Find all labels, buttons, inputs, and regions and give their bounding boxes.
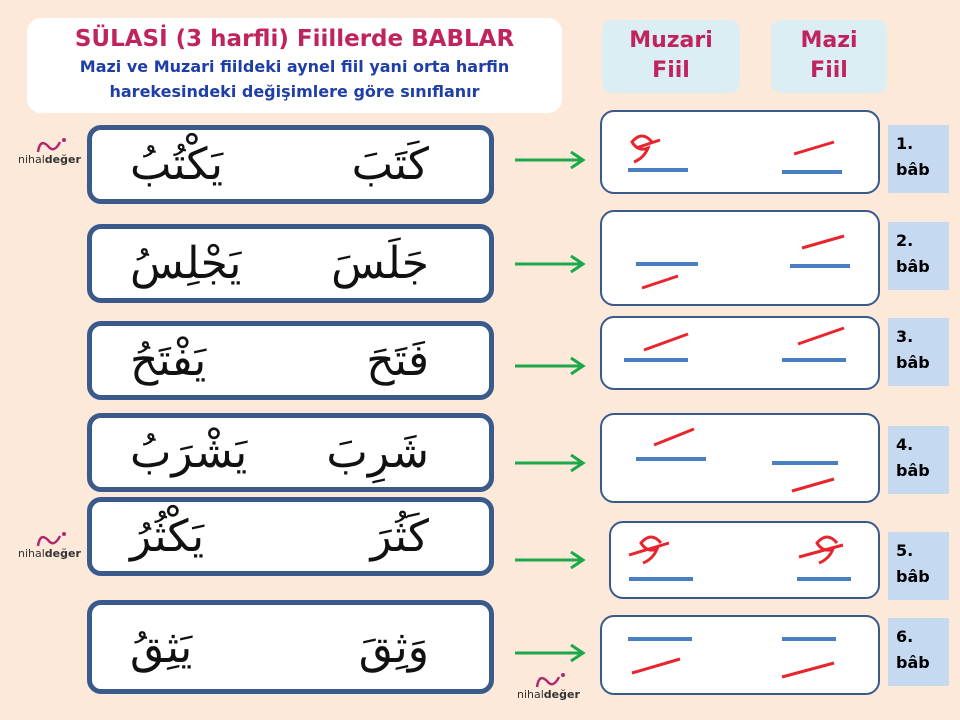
fatha-mark-icon <box>801 234 845 250</box>
verb-row-3: يَفْتَحُ فَتَحَ <box>87 321 494 400</box>
harake-box-3 <box>600 316 880 390</box>
muzari-verb-2: يَجْلِسُ <box>130 238 242 289</box>
arrow-right-icon <box>515 356 586 376</box>
logo-text-part1: nihal <box>517 688 544 701</box>
damma-mark-icon <box>630 134 661 164</box>
column-header-muzari: Muzari Fiil <box>602 20 740 93</box>
arrow-right-icon <box>515 453 586 473</box>
column-header-mazi-line1: Mazi <box>800 28 858 53</box>
verb-row-4: يَشْرَبُ شَرِبَ <box>87 413 494 492</box>
bab-number-2: 2. <box>896 231 914 250</box>
kasra-mark-icon <box>781 661 835 679</box>
mazi-verb-1: كَتَبَ <box>351 139 429 190</box>
bab-number-5: 5. <box>896 541 914 560</box>
harake-box-2 <box>600 210 880 306</box>
column-header-mazi: Mazi Fiil <box>771 20 887 93</box>
bab-word-1: bâb <box>896 160 930 179</box>
verb-row-1: يَكْتُبُ كَتَبَ <box>87 125 494 204</box>
muzari-verb-5: يَكْثُرُ <box>130 511 205 562</box>
fatha-mark-icon <box>797 326 845 346</box>
muzari-verb-1: يَكْتُبُ <box>130 139 224 190</box>
title-box: SÜLASİ (3 harfli) Fiillerde BABLAR Mazi … <box>27 18 562 113</box>
logo-text-part1: nihal <box>18 547 45 560</box>
bab-label-4: 4. bâb <box>888 426 949 494</box>
logo-mark-icon <box>36 532 66 547</box>
bab-label-2: 2. bâb <box>888 222 949 290</box>
arrow-right-icon <box>515 643 586 663</box>
kasra-mark-icon <box>641 274 679 290</box>
page-title: SÜLASİ (3 harfli) Fiillerde BABLAR <box>74 26 515 52</box>
logo-mark-icon <box>36 138 66 153</box>
bab-number-3: 3. <box>896 327 914 346</box>
brand-logo: nihaldeğer <box>18 530 88 566</box>
bab-label-3: 3. bâb <box>888 318 949 386</box>
brand-logo: nihaldeğer <box>517 671 587 707</box>
bab-number-6: 6. <box>896 627 914 646</box>
column-header-muzari-line2: Fiil <box>652 58 690 83</box>
logo-mark-icon <box>535 673 565 688</box>
logo-text-part2: değer <box>44 547 81 560</box>
verb-row-2: يَجْلِسُ جَلَسَ <box>87 224 494 303</box>
fatha-mark-icon <box>653 427 695 447</box>
arrow-right-icon <box>515 254 586 274</box>
arrow-right-icon <box>515 150 586 170</box>
mazi-verb-4: شَرِبَ <box>326 427 429 478</box>
bab-word-6: bâb <box>896 653 930 672</box>
damma-mark-icon <box>628 535 670 565</box>
page-subtitle-line2: harekesindeki değişimlere göre sınıflanı… <box>109 82 480 101</box>
mazi-verb-2: جَلَسَ <box>331 238 429 289</box>
verb-row-6: يَثِقُ وَثِقَ <box>87 600 494 694</box>
harake-box-4 <box>600 413 880 503</box>
page-subtitle-line1: Mazi ve Muzari fiildeki aynel fiil yani … <box>79 57 510 76</box>
logo-text-part1: nihal <box>18 153 45 166</box>
bab-number-4: 4. <box>896 435 914 454</box>
bab-word-3: bâb <box>896 353 930 372</box>
brand-logo: nihaldeğer <box>18 136 88 172</box>
bab-word-4: bâb <box>896 461 930 480</box>
damma-mark-icon <box>798 535 844 565</box>
fatha-mark-icon <box>643 332 689 352</box>
muzari-verb-6: يَثِقُ <box>130 622 193 673</box>
logo-text-part2: değer <box>543 688 580 701</box>
arrow-right-icon <box>515 550 586 570</box>
mazi-verb-3: فَتَحَ <box>366 335 429 386</box>
mazi-verb-5: كَثُرَ <box>370 511 429 562</box>
bab-word-2: bâb <box>896 257 930 276</box>
bab-label-1: 1. bâb <box>888 125 949 193</box>
muzari-verb-4: يَشْرَبُ <box>130 427 248 478</box>
bab-label-5: 5. bâb <box>888 532 949 600</box>
harake-box-6 <box>600 615 880 695</box>
logo-text-part2: değer <box>44 153 81 166</box>
bab-label-6: 6. bâb <box>888 618 949 686</box>
mazi-verb-6: وَثِقَ <box>358 622 429 673</box>
bab-number-1: 1. <box>896 134 914 153</box>
kasra-mark-icon <box>791 477 835 493</box>
fatha-mark-icon <box>793 140 835 156</box>
harake-box-5 <box>609 521 880 599</box>
muzari-verb-3: يَفْتَحُ <box>130 335 207 386</box>
verb-row-5: يَكْثُرُ كَثُرَ <box>87 497 494 576</box>
kasra-mark-icon <box>631 657 681 675</box>
harake-box-1 <box>600 110 880 194</box>
column-header-mazi-line2: Fiil <box>810 58 848 83</box>
column-header-muzari-line1: Muzari <box>629 28 713 53</box>
bab-word-5: bâb <box>896 567 930 586</box>
